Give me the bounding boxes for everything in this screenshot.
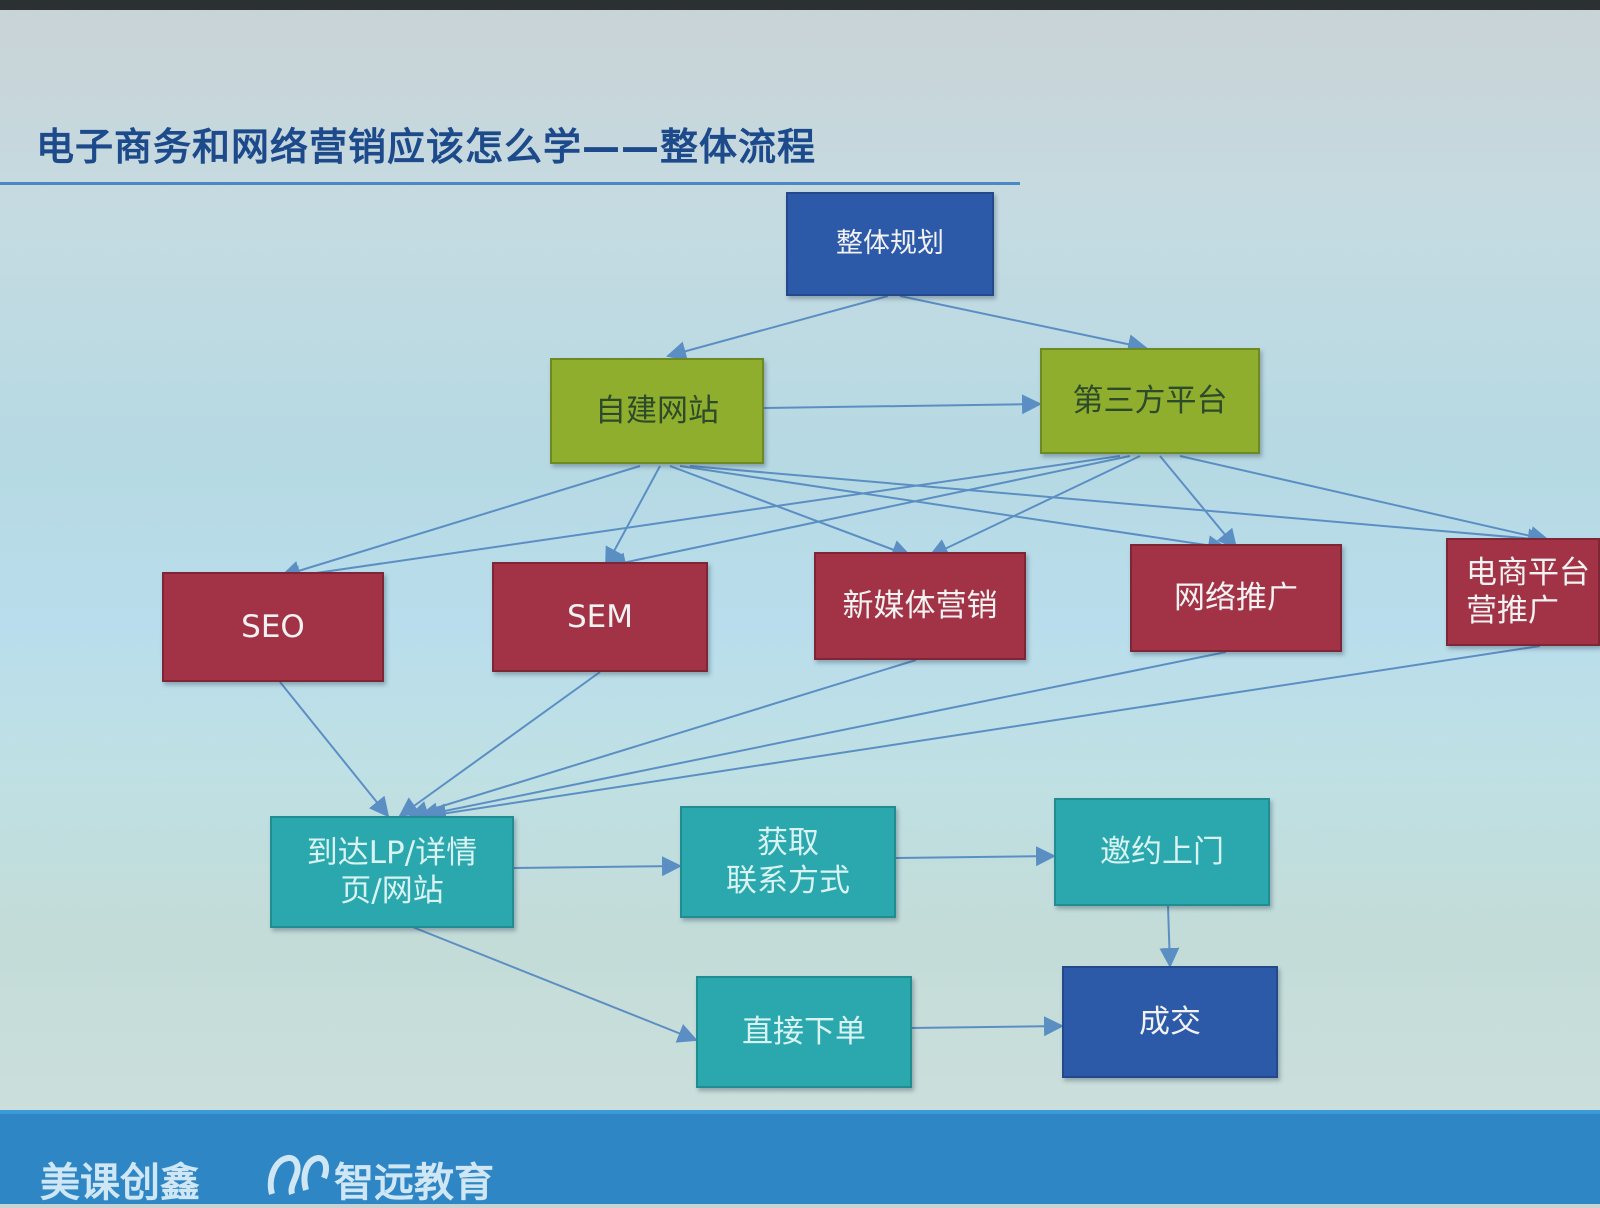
arrow-third-party-to-net-promo	[1159, 455, 1238, 550]
node-direct-order: 直接下单	[696, 976, 912, 1088]
node-third-party-platform: 第三方平台	[1040, 348, 1260, 454]
title-underline	[0, 182, 1020, 185]
node-third-party-platform-label: 第三方平台	[1072, 383, 1228, 419]
node-seo-label: SEO	[241, 609, 305, 645]
arrow-new-media-to-landing	[408, 659, 917, 821]
arrow-third-party-to-seo	[280, 455, 1121, 586]
arrow-plan-to-self-site	[666, 295, 889, 361]
node-sem-label: SEM	[566, 599, 633, 635]
arrow-landing-to-contact	[513, 856, 682, 877]
node-self-built-site-label: 自建网站	[595, 393, 719, 429]
node-overall-plan-label: 整体规划	[836, 228, 944, 259]
node-seo: SEO	[162, 572, 384, 682]
node-online-promotion: 网络推广	[1130, 544, 1342, 652]
arrow-self-site-to-third-party	[763, 394, 1042, 415]
node-online-promotion-label: 网络推广	[1174, 580, 1298, 616]
node-get-contact-label: 获取 联系方式	[726, 825, 850, 899]
arrow-third-party-to-ecom-promo	[1179, 455, 1550, 546]
node-ecommerce-platform-promotion: 电商平台 营推广	[1446, 538, 1600, 646]
slide-title: 电子商务和网络营销应该怎么学——整体流程	[36, 125, 817, 169]
node-self-built-site: 自建网站	[550, 358, 764, 464]
arrow-third-party-to-new-media	[928, 455, 1141, 558]
arrow-self-site-to-net-promo	[679, 465, 1228, 556]
arrow-ecom-promo-to-landing	[426, 645, 1541, 824]
footer-brand-right: 智远教育	[334, 1160, 494, 1206]
arrow-contact-to-invite	[895, 846, 1056, 867]
node-new-media-marketing-label: 新媒体营销	[842, 588, 998, 624]
top-edge	[0, 0, 1600, 10]
arrow-self-site-to-new-media	[669, 465, 912, 560]
node-sem: SEM	[492, 562, 708, 672]
node-get-contact: 获取 联系方式	[680, 806, 896, 918]
footer-brand-left: 美课创鑫	[40, 1160, 200, 1206]
node-landing-page-label: 到达LP/详情 页/网站	[306, 835, 478, 909]
arrow-self-site-to-sem	[605, 465, 661, 568]
footer-bar	[0, 1110, 1600, 1204]
arrow-sem-to-landing	[398, 671, 601, 818]
arrow-seo-to-landing	[279, 681, 390, 818]
node-ecommerce-platform-promotion-label: 电商平台 营推广	[1466, 555, 1590, 629]
arrow-plan-to-third-party	[899, 295, 1148, 355]
node-invite-visit: 邀约上门	[1054, 798, 1270, 906]
node-deal: 成交	[1062, 966, 1278, 1078]
node-landing-page: 到达LP/详情 页/网站	[270, 816, 514, 928]
arrow-landing-to-direct-order	[409, 925, 698, 1043]
arrow-direct-order-to-deal	[909, 1016, 1064, 1037]
arrow-third-party-to-sem	[606, 455, 1131, 573]
logo-icon	[267, 1154, 329, 1195]
arrow-self-site-to-seo	[280, 465, 641, 581]
node-overall-plan: 整体规划	[786, 192, 994, 296]
node-new-media-marketing: 新媒体营销	[814, 552, 1026, 660]
node-deal-label: 成交	[1139, 1004, 1201, 1040]
arrow-invite-to-deal	[1159, 905, 1180, 968]
node-direct-order-label: 直接下单	[742, 1014, 866, 1050]
node-invite-visit-label: 邀约上门	[1100, 834, 1224, 870]
arrow-self-site-to-ecom-promo	[689, 465, 1548, 549]
arrow-net-promo-to-landing	[418, 651, 1227, 823]
